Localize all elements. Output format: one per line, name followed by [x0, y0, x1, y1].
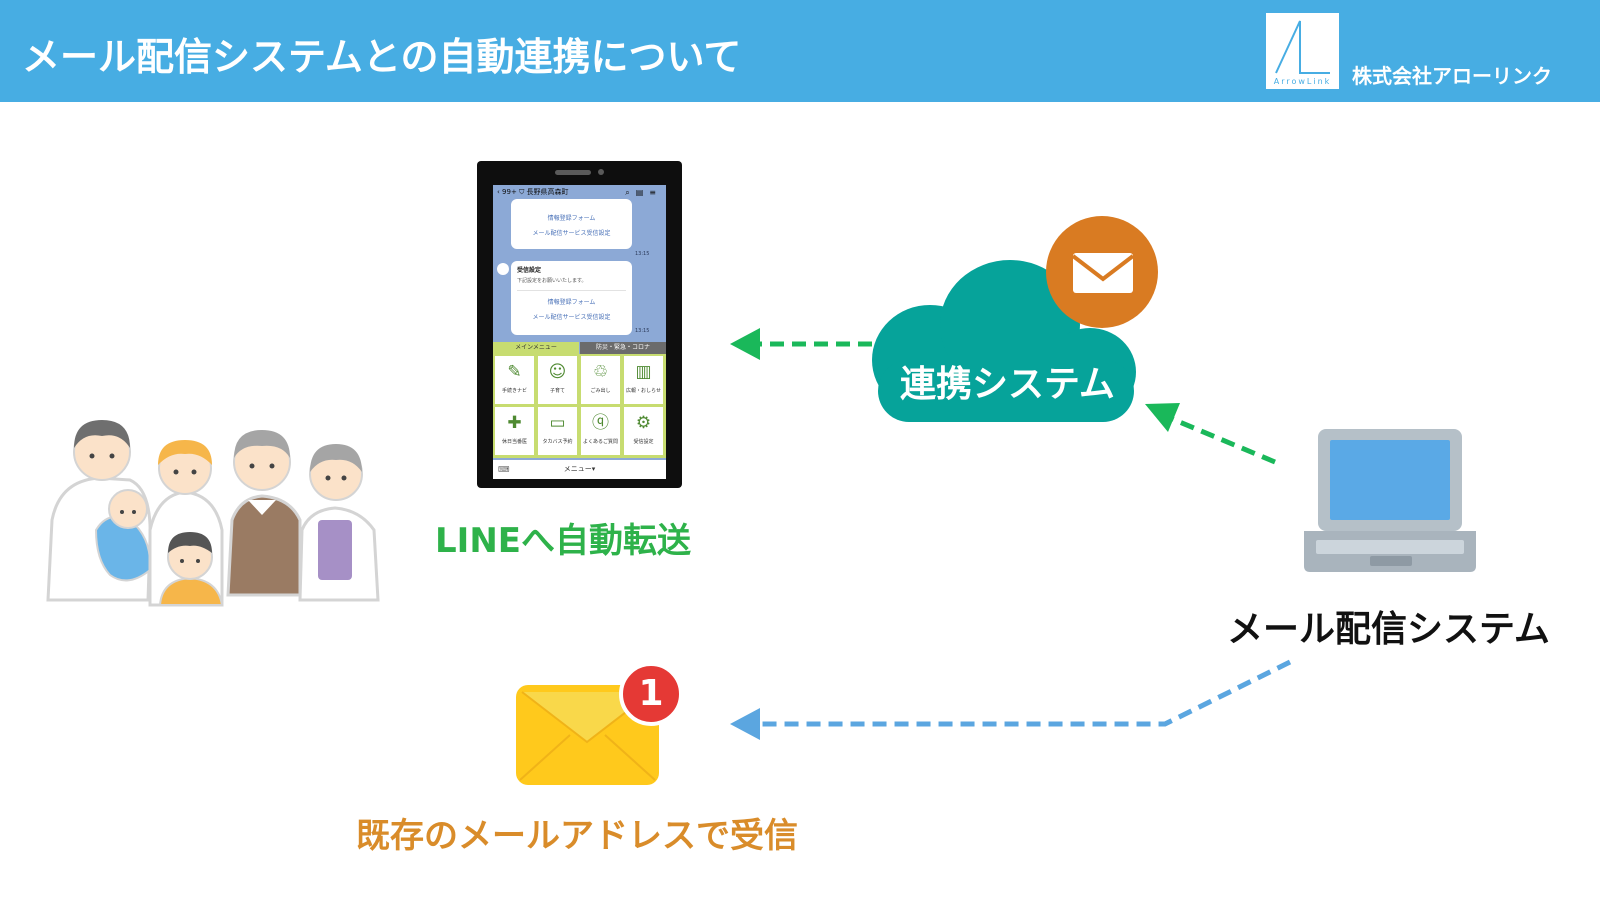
cloud-envelope-badge: [1046, 216, 1158, 328]
gear-icon: ⚙: [635, 413, 652, 433]
arrowlink-logo-icon: [1275, 20, 1330, 74]
menu-item-childcare[interactable]: ☺ 子育て: [538, 356, 577, 404]
phone-speaker: [555, 170, 591, 175]
header-bar: メール配信システムとの自動連携について ArrowLink 株式会社アローリンク: [0, 0, 1600, 102]
message-time: 13:15: [635, 328, 650, 334]
phone-mockup: ‹ 99+ ⛉ 長野県高森町 ⌕▤≡ 情報登録フォーム メール配信サービス受信設…: [477, 161, 682, 488]
menu-item-news[interactable]: ▥ 広報・おしらせ: [624, 356, 663, 404]
page-title: メール配信システムとの自動連携について: [22, 35, 742, 79]
hospital-icon: ✚: [507, 413, 522, 433]
bubble2-subtitle: 下記設定をお願いいたします。: [517, 278, 587, 284]
keyboard-icon[interactable]: ⌨: [498, 465, 510, 474]
grandmother-figure: [298, 444, 380, 602]
company-logo: ArrowLink: [1266, 13, 1339, 89]
receive-label: 既存のメールアドレスで受信: [356, 816, 798, 856]
menu-item-garbage[interactable]: ♲ ごみ出し: [581, 356, 620, 404]
bubble2-title: 受信設定: [517, 267, 542, 274]
rich-menu-tabs: メインメニュー 防災・緊急・コロナ: [493, 342, 666, 354]
cloud-label: 連携システム: [900, 364, 1115, 405]
bubble2-link-mail-settings[interactable]: メール配信サービス受信設定: [532, 314, 611, 321]
child-figure: [158, 532, 224, 606]
notes-icon[interactable]: ▤: [635, 188, 650, 197]
rich-menu-toggle-bar[interactable]: ⌨ メニュー▾: [493, 460, 666, 479]
arrow-cloud-to-line: [730, 328, 872, 360]
unread-count: 99+: [502, 188, 517, 196]
bot-avatar: [497, 263, 509, 275]
menu-item-receive-settings[interactable]: ⚙ 受信設定: [624, 407, 663, 455]
tab-main-menu[interactable]: メインメニュー: [493, 342, 579, 354]
arrow-mail-system-to-cloud: [1145, 403, 1276, 465]
notification-count: 1: [638, 673, 664, 714]
question-bubble-icon: ⓠ: [592, 413, 609, 433]
menu-item-faq[interactable]: ⓠ よくあるご質問: [581, 407, 620, 455]
chat-header: ‹ 99+ ⛉ 長野県高森町 ⌕▤≡: [493, 185, 666, 200]
tab-disaster-menu[interactable]: 防災・緊急・コロナ: [580, 342, 666, 354]
notification-badge: [619, 662, 683, 726]
menu-item-holiday-doctor[interactable]: ✚ 休日当番医: [495, 407, 534, 455]
bubble1-link-form[interactable]: 情報登録フォーム: [547, 215, 596, 222]
mail-system-label: メール配信システム: [1227, 609, 1550, 650]
rich-menu-grid: ✎ 手続きナビ ☺ 子育て ♲ ごみ出し ▥ 広報・おしらせ ✚ 休日当番医 ▭…: [493, 354, 666, 458]
laptop-icon: [1304, 429, 1476, 572]
grandfather-figure: [226, 430, 302, 597]
menu-item-bus-reservation[interactable]: ▭ タカバス予約: [538, 407, 577, 455]
notepad-icon: ✎: [507, 362, 522, 382]
family-illustration: [46, 420, 380, 607]
menu-icon[interactable]: ≡: [649, 188, 662, 197]
arrow-mail-system-to-email: [730, 659, 1292, 740]
bubble2-link-form[interactable]: 情報登録フォーム: [517, 290, 626, 309]
search-icon[interactable]: ⌕: [625, 188, 636, 197]
shield-icon: ⛉: [519, 188, 527, 196]
menu-toggle-label: メニュー▾: [563, 465, 596, 473]
baby-figure: [94, 489, 152, 582]
bubble1-link-mail-settings[interactable]: メール配信サービス受信設定: [532, 230, 611, 237]
email-notification-icon: [516, 662, 683, 785]
envelope-icon: [1073, 253, 1133, 293]
line-forward-label: LINEへ自動転送: [435, 521, 691, 561]
phone-camera: [598, 169, 604, 175]
trash-icon: ♲: [592, 362, 609, 382]
logo-wordmark: ArrowLink: [1273, 77, 1332, 86]
bus-icon: ▭: [549, 413, 566, 433]
baby-face-icon: ☺: [548, 362, 567, 382]
chat-account-name: 長野県高森町: [526, 188, 569, 196]
book-icon: ▥: [635, 362, 652, 382]
company-name: 株式会社アローリンク: [1352, 64, 1552, 88]
line-chat-screen: ‹ 99+ ⛉ 長野県高森町 ⌕▤≡ 情報登録フォーム メール配信サービス受信設…: [493, 185, 666, 479]
back-chevron-icon[interactable]: ‹: [497, 188, 500, 196]
chat-bubble-2: 受信設定 下記設定をお願いいたします。 情報登録フォーム メール配信サービス受信…: [511, 261, 632, 335]
menu-item-procedure-navi[interactable]: ✎ 手続きナビ: [495, 356, 534, 404]
chat-bubble-1: 情報登録フォーム メール配信サービス受信設定: [511, 199, 632, 249]
message-time: 13:15: [635, 251, 650, 257]
cloud-shape: [872, 260, 1136, 422]
